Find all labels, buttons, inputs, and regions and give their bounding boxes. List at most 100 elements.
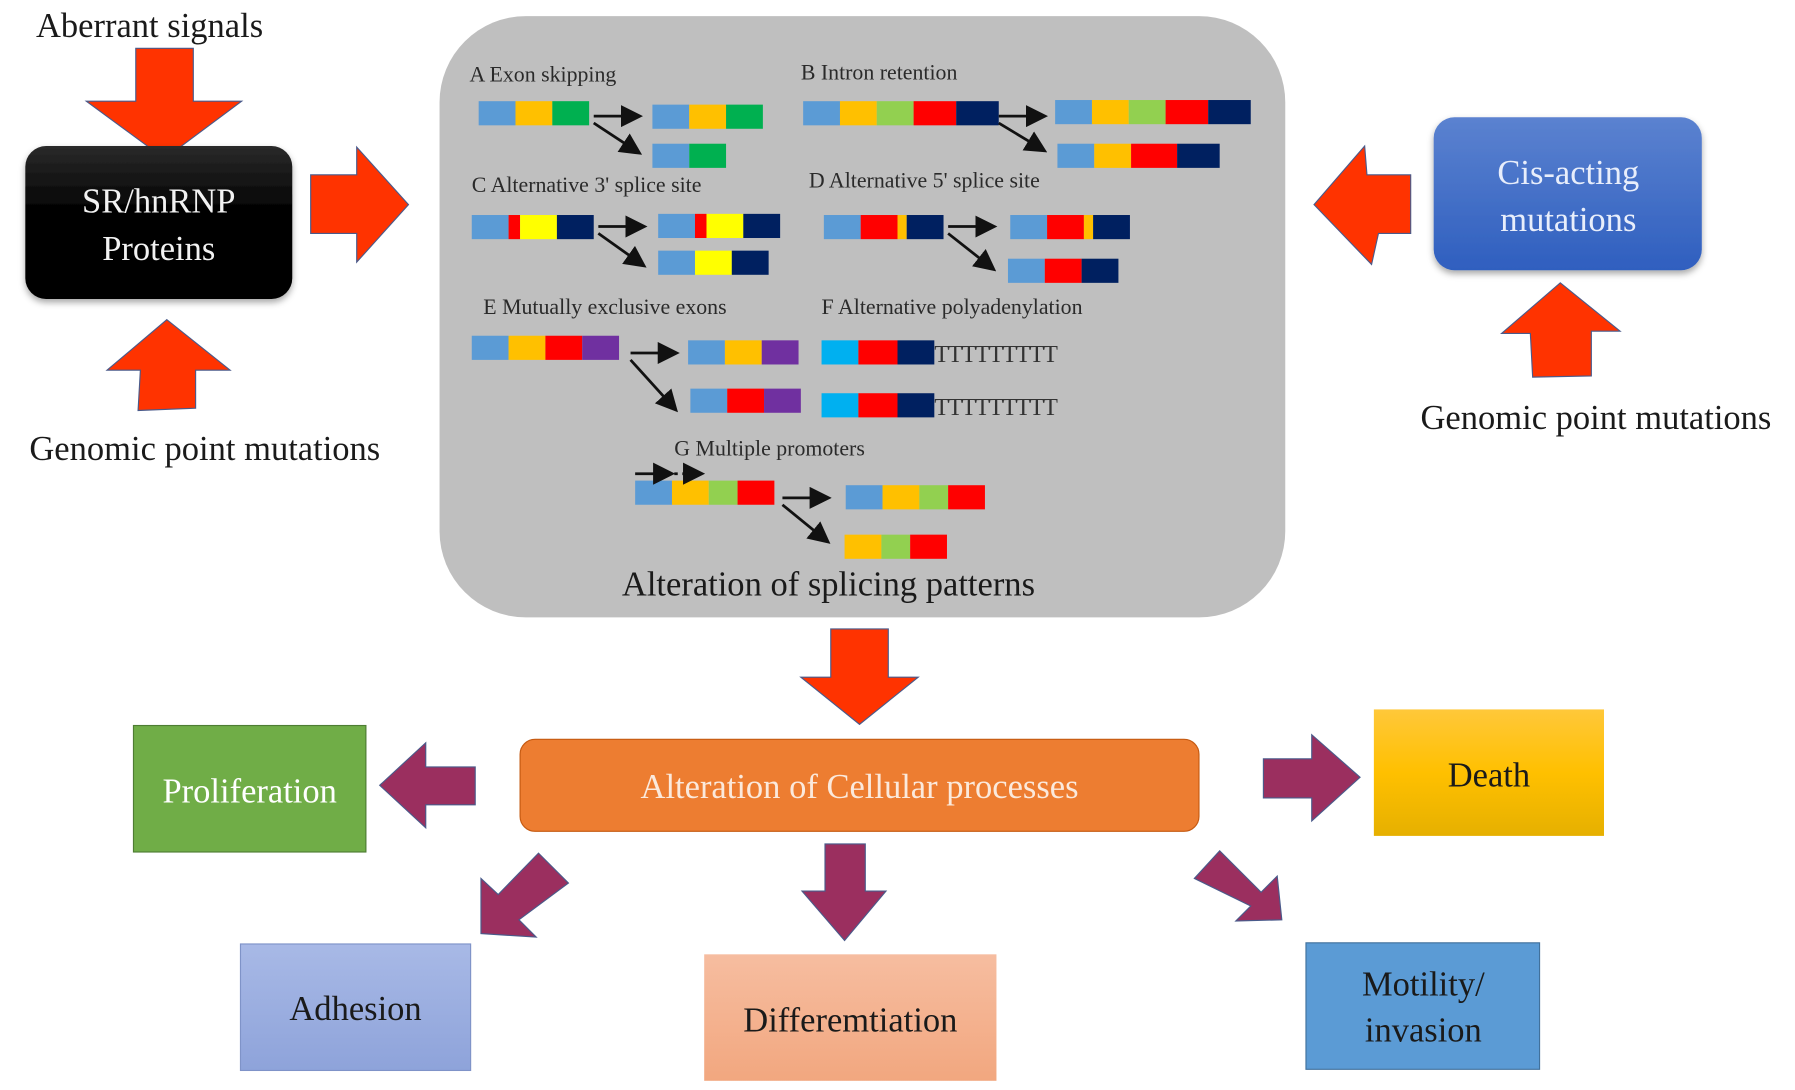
exon-lightgreen [876, 101, 914, 126]
differentiation-box [704, 954, 997, 1081]
output-transcript-d-1 [1010, 215, 1130, 240]
exon-red [1044, 258, 1082, 283]
exon-lightblue [652, 104, 690, 129]
splicing-event-label-d: D Alternative 5' splice site [809, 168, 1040, 192]
exon-red [913, 101, 957, 126]
output-transcript-d-2 [1007, 258, 1119, 283]
input-transcript-g [635, 480, 775, 505]
arrow-icon [947, 232, 997, 272]
right-arrow-icon [310, 145, 410, 264]
input-transcript-c [471, 215, 594, 240]
aberrant-signals-label: Aberrant signals [36, 7, 263, 45]
exon-yellow [520, 215, 557, 240]
exon-red [694, 213, 707, 239]
exon-lightblue [688, 340, 725, 365]
motility-invasion-box [1305, 942, 1541, 1070]
polya-transcript-2 [821, 393, 935, 418]
exon-purple [764, 388, 801, 413]
exon-lightblue [478, 101, 516, 126]
exon-red [858, 340, 898, 365]
splicing-event-label-e: E Mutually exclusive exons [483, 295, 726, 319]
motility-label-line2: invasion [1365, 1012, 1482, 1050]
exon-navy [897, 393, 935, 418]
exon-orange [724, 340, 762, 365]
splicing-event-label-c: C Alternative 3' splice site [472, 173, 702, 197]
right-arrow-icon [1262, 733, 1361, 823]
cis-acting-box [1433, 117, 1702, 271]
exon-purple [761, 340, 799, 365]
death-label: Death [1448, 756, 1530, 794]
down-arrow-icon [800, 843, 888, 942]
exon-lightblue [1007, 258, 1045, 283]
exon-red [1131, 143, 1178, 168]
splicing-panel-title: Alteration of splicing patterns [622, 566, 1035, 604]
exon-orange [1083, 215, 1094, 240]
exon-lightblue [1057, 143, 1095, 168]
splicing-event-label-b: B Intron retention [801, 60, 958, 84]
differentiation-label: Differemtiation [743, 1001, 957, 1039]
left-arrow-icon [1313, 144, 1412, 266]
cis-acting-label-line2: mutations [1500, 201, 1636, 239]
exon-cyan [821, 340, 859, 365]
exon-red [1047, 215, 1084, 240]
exon-green [689, 143, 727, 168]
output-transcript-g-1 [845, 485, 985, 510]
output-transcript-a-1 [652, 104, 763, 129]
exon-navy [897, 340, 935, 365]
output-transcript-b-2 [1057, 143, 1220, 168]
exon-lightblue [652, 143, 690, 168]
exon-lightblue [845, 485, 883, 510]
arrow-icon [597, 232, 647, 268]
input-transcript-a [478, 101, 590, 126]
exon-red [508, 215, 521, 240]
exon-red [727, 388, 765, 413]
motility-label-line1: Motility/ [1362, 966, 1485, 1004]
genomic-point-mutations-left-label: Genomic point mutations [29, 430, 380, 468]
polya-transcript-1 [821, 340, 935, 365]
input-transcript-b [803, 101, 999, 126]
exon-red [545, 335, 583, 360]
exon-lightgreen [919, 485, 949, 510]
exon-lightblue [803, 101, 840, 126]
exon-lightblue [471, 215, 509, 240]
arrow-icon [592, 121, 643, 155]
exon-orange [671, 480, 709, 505]
left-arrow-icon [378, 741, 476, 830]
exon-navy [731, 250, 769, 275]
exon-orange [882, 485, 920, 510]
exon-red [1165, 100, 1209, 125]
exon-purple [582, 335, 620, 360]
exon-lightblue [471, 335, 509, 360]
exon-red [858, 393, 898, 418]
exon-red [948, 485, 985, 510]
up-arrow-icon [1500, 282, 1622, 378]
exon-orange [1094, 143, 1132, 168]
exon-navy [556, 215, 594, 240]
exon-navy [1093, 215, 1130, 240]
poly-tail: TTTTTTTTT [934, 394, 1058, 421]
cellular-processes-label: Alteration of Cellular processes [641, 768, 1079, 806]
exon-navy [1081, 258, 1119, 283]
proliferation-box [132, 724, 367, 853]
exon-yellow [706, 213, 744, 239]
exon-red [860, 215, 898, 240]
splicing-events: A Exon skipping B Intron retention C Alter… [469, 60, 1251, 559]
arrow-icon [998, 121, 1048, 153]
cis-acting-label-line1: Cis-acting [1497, 154, 1639, 192]
exon-orange [515, 101, 553, 126]
splicing-event-label-a: A Exon skipping [469, 63, 616, 87]
exon-lightblue [1055, 100, 1092, 125]
genomic-point-mutations-right-label: Genomic point mutations [1421, 399, 1772, 437]
down-right-arrow-icon [1193, 850, 1283, 922]
output-transcript-c-2 [658, 250, 769, 275]
exon-lightgreen [881, 534, 911, 559]
exon-lightblue [658, 213, 695, 239]
splicing-event-label-f: F Alternative polyadenylation [822, 295, 1083, 319]
exon-navy [1208, 100, 1251, 125]
output-transcript-b-1 [1055, 100, 1251, 125]
exon-orange [508, 335, 546, 360]
output-transcript-a-2 [652, 143, 727, 168]
exon-navy [906, 215, 944, 240]
output-transcript-g-2 [844, 534, 947, 559]
exon-lightblue [690, 388, 728, 413]
